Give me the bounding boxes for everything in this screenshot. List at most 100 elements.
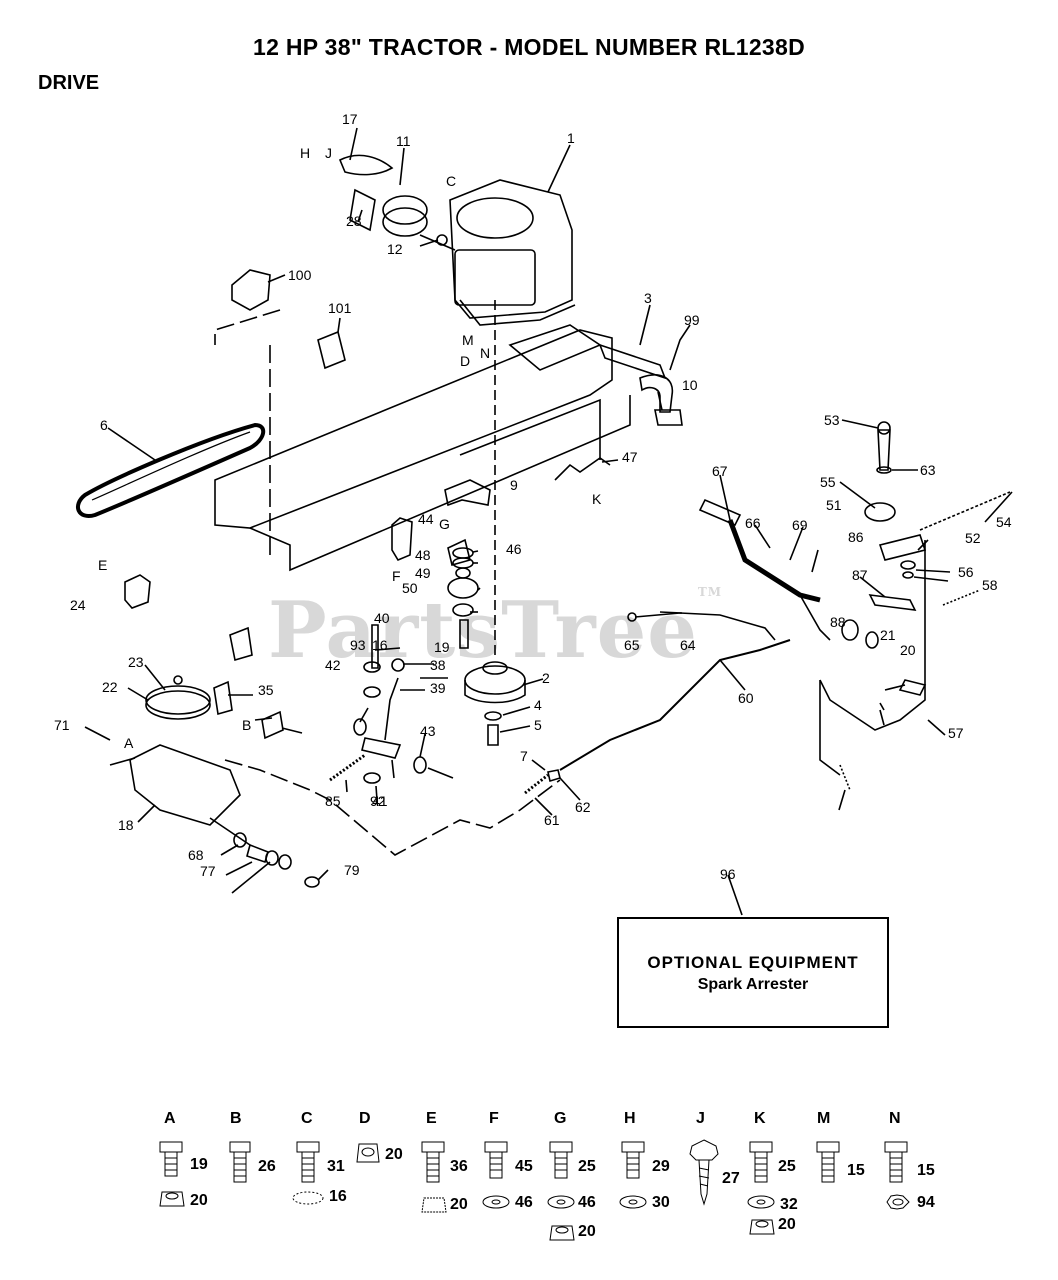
bolt-icon — [749, 1141, 773, 1183]
hardware-part: 94 — [917, 1194, 935, 1211]
nut-icon — [356, 1143, 380, 1163]
callout: 5 — [534, 717, 542, 733]
drive-belt — [76, 422, 266, 518]
bracket-35b — [261, 710, 284, 740]
bracket-9 — [444, 479, 491, 507]
callout-labels: 1 17 11 C J H 28 12 100 101 M N D 3 99 1… — [54, 111, 1012, 879]
spring-58 — [942, 589, 981, 606]
optional-equipment-callout: 96 — [720, 866, 736, 882]
callout: 43 — [420, 723, 436, 739]
page-title: 12 HP 38" TRACTOR - MODEL NUMBER RL1238D — [252, 34, 806, 60]
nut-icon — [749, 1219, 775, 1235]
hardware-part: 29 — [652, 1158, 670, 1175]
callout: 51 — [826, 497, 842, 513]
callout: 18 — [118, 817, 134, 833]
callout: 53 — [824, 412, 840, 428]
lock-washer-icon — [886, 1194, 910, 1210]
washer-43a — [353, 718, 367, 736]
transaxle-18 — [129, 744, 241, 826]
callout: 21 — [880, 627, 896, 643]
bracket-101 — [317, 330, 346, 370]
callout: J — [325, 145, 332, 161]
hardware-letter: D — [359, 1110, 371, 1127]
rod-39 — [384, 677, 399, 741]
callout: N — [480, 345, 490, 361]
callout: 93 — [350, 637, 366, 653]
hardware-letter: A — [164, 1110, 176, 1127]
hardware-letter: C — [301, 1110, 313, 1127]
optional-equipment-box: OPTIONAL EQUIPMENT Spark Arrester — [617, 917, 889, 1028]
washer-46c — [452, 603, 474, 617]
callout: 4 — [534, 697, 542, 713]
callout: G — [439, 516, 450, 532]
arm-87 — [868, 594, 917, 611]
bolt-icon — [816, 1141, 840, 1183]
hardware-part: 46 — [515, 1194, 533, 1211]
optional-equipment-subtitle: Spark Arrester — [697, 976, 809, 993]
callout: 28 — [346, 213, 362, 229]
callout: 77 — [200, 863, 216, 879]
callout: 64 — [680, 637, 696, 653]
callout: 35 — [258, 682, 274, 698]
bolt-40 — [371, 624, 379, 669]
callout: 10 — [682, 377, 698, 393]
callout: 41 — [372, 793, 388, 809]
chassis-frame — [214, 329, 613, 529]
hardware-letter: F — [489, 1110, 499, 1127]
bracket-48 — [447, 538, 471, 566]
hardware-part: 15 — [917, 1162, 935, 1179]
watermark-text: PartsTree — [268, 585, 698, 676]
rod-54 — [919, 491, 1011, 531]
bolt-icon — [421, 1141, 445, 1183]
callout: 69 — [792, 517, 808, 533]
washer-55 — [900, 560, 916, 570]
callout: 39 — [430, 680, 446, 696]
callout: 56 — [958, 564, 974, 580]
bolt-icon — [884, 1141, 908, 1183]
hardware-letter: H — [624, 1110, 636, 1127]
callout: 55 — [820, 474, 836, 490]
callout: 40 — [374, 610, 390, 626]
rod-57 — [819, 540, 926, 731]
bushing-88a — [841, 619, 859, 641]
bolt-53 — [877, 429, 891, 471]
hardware-letter: E — [426, 1110, 437, 1127]
washer-68b — [265, 850, 279, 866]
washer-icon — [747, 1195, 775, 1209]
spring-85 — [329, 753, 366, 782]
knob-51 — [864, 502, 896, 522]
washer-icon — [482, 1195, 510, 1209]
washer-68a — [233, 832, 247, 848]
bracket-35a — [213, 680, 233, 716]
callout: 86 — [848, 529, 864, 545]
hardware-part: 27 — [722, 1170, 740, 1187]
spring-63 — [839, 764, 851, 791]
hardware-part: 25 — [778, 1158, 796, 1175]
nut-23 — [173, 675, 183, 685]
hardware-part: 26 — [258, 1158, 276, 1175]
callout: 67 — [712, 463, 728, 479]
hardware-part: 20 — [778, 1216, 796, 1233]
bracket-44 — [391, 517, 413, 562]
rod-47 — [554, 457, 611, 481]
callout: 23 — [128, 654, 144, 670]
washer-16 — [363, 686, 381, 698]
callout: 7 — [520, 748, 528, 764]
nut-icon — [159, 1191, 185, 1207]
watermark-trademark: TM — [697, 585, 723, 599]
callout: 44 — [418, 511, 434, 527]
hardware-part: 20 — [578, 1223, 596, 1240]
hardware-part: 16 — [329, 1188, 347, 1205]
spring-61 — [524, 773, 549, 795]
callout: D — [460, 353, 470, 369]
clip-100 — [231, 269, 271, 311]
bolt-icon — [621, 1141, 645, 1179]
nut-38 — [391, 658, 405, 672]
cable-60 — [559, 639, 791, 771]
shift-lever-66 — [727, 519, 821, 603]
fitting-10 — [654, 409, 683, 426]
callout: 92 — [370, 793, 386, 809]
hardware-letter: K — [754, 1110, 766, 1127]
bracket-24a — [124, 574, 151, 609]
fitting-88b — [898, 679, 927, 696]
